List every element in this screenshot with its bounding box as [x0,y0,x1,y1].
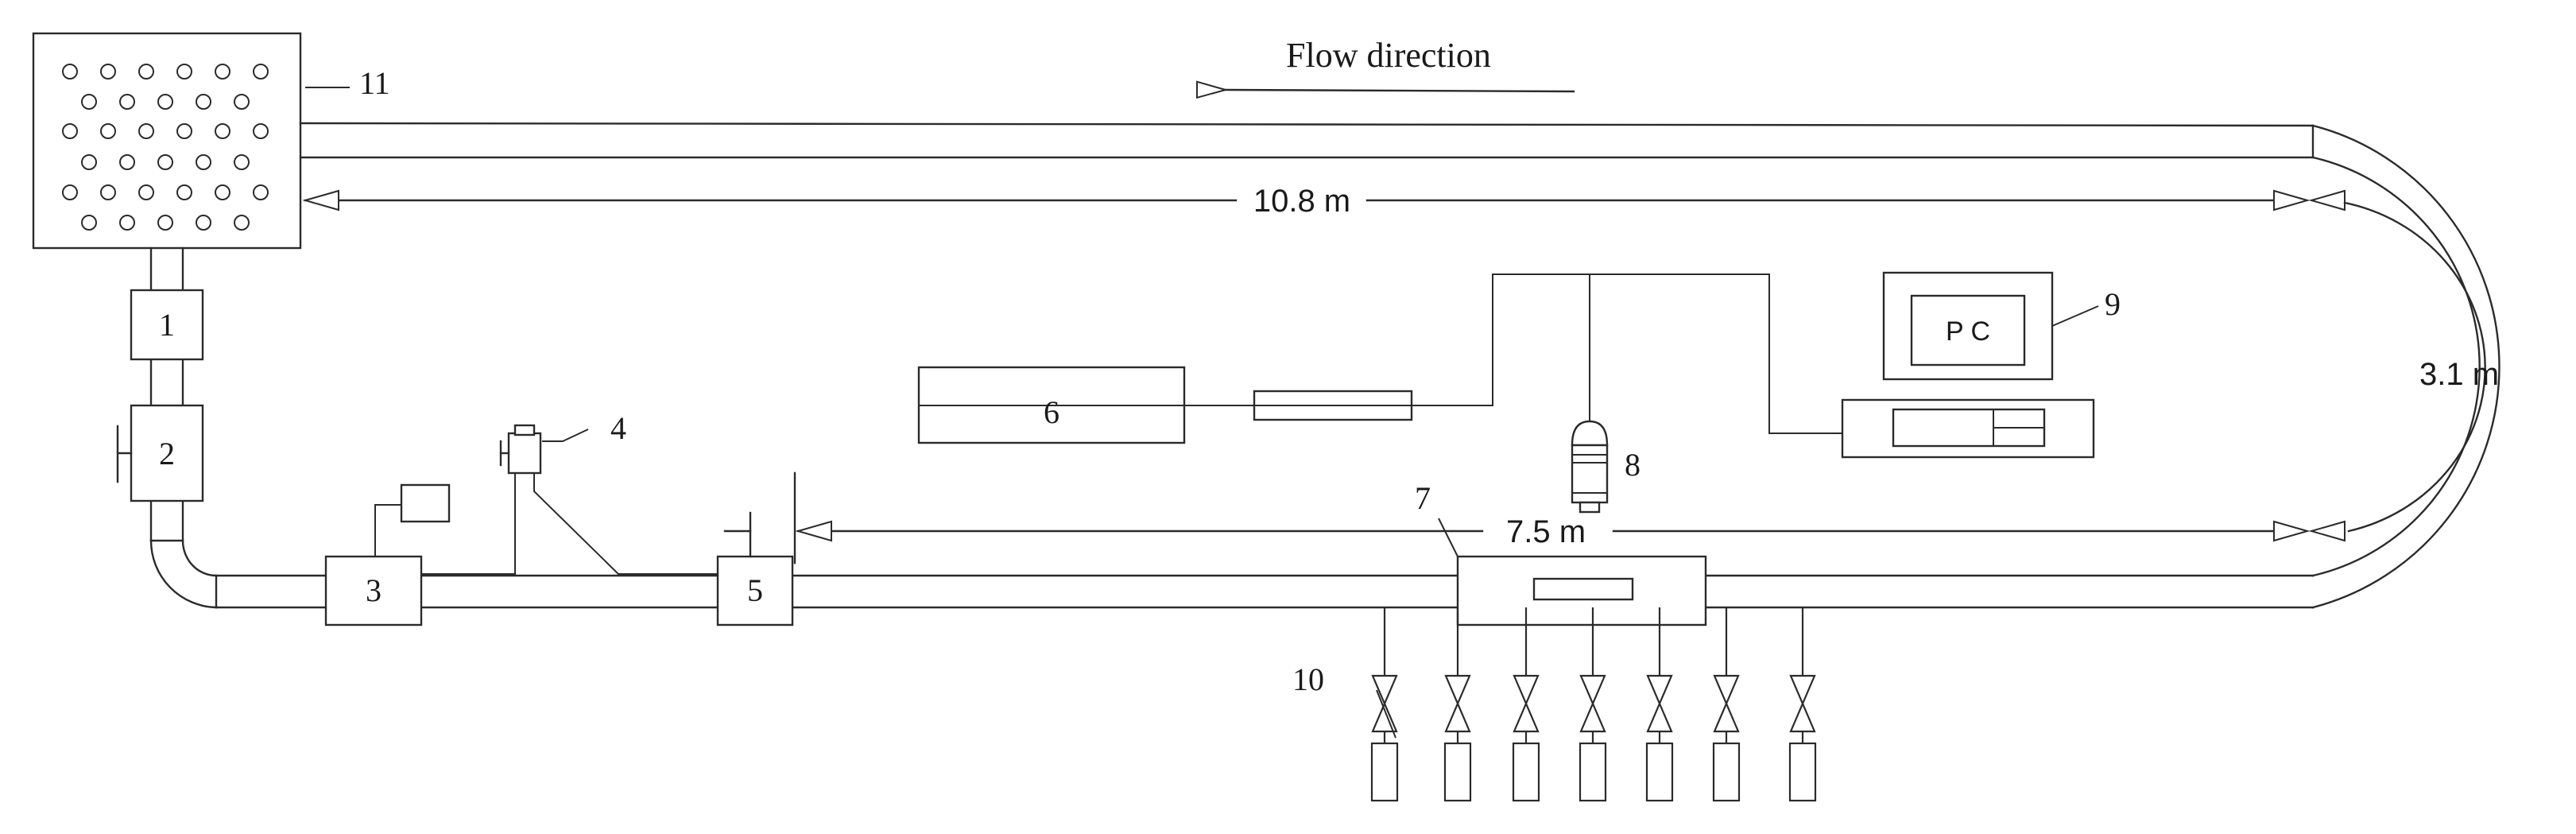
valve-symbol [1371,674,1398,733]
dimension-10-8-label: 10.8 m [1253,184,1350,219]
sampling-valve [1443,607,1472,802]
component-7: 7 [1415,480,1707,626]
tank-hole [215,184,230,200]
component-3: 3 [324,483,451,626]
pc-label: P C [1946,316,1990,347]
sample-bottle [1712,742,1741,802]
tank-hole [119,215,135,231]
dimension-7-5-label: 7.5 m [1506,514,1586,549]
sampling-valve [1512,607,1540,802]
tank-hole [81,215,97,231]
tank-hole [81,94,97,110]
tank-hole [176,64,192,80]
label-8: 8 [1625,447,1641,483]
tank-hole [157,154,173,170]
label-11: 11 [359,65,390,101]
tank-hole [215,64,230,80]
tank-hole [62,184,78,200]
label-7: 7 [1415,480,1431,516]
label-4: 4 [610,410,626,446]
tank-hole [253,64,269,80]
tank-hole [253,123,269,139]
component-9-pc: P C 9 [1841,271,2121,459]
tank-hole [196,215,211,231]
tank-hole [176,184,192,200]
flow-direction-label: Flow direction [1286,36,1491,75]
sample-bottle [1443,742,1472,802]
sampling-valve [1712,607,1741,802]
component-8-camera: 8 [1571,420,1641,514]
tank-hole [100,64,116,80]
tank-hole [100,123,116,139]
sample-bottle [1512,742,1540,802]
valve-symbol [1646,674,1673,733]
tank-holes [62,64,269,231]
component-6: 6 [917,273,1842,444]
dimension-3-1-label: 3.1 m [2419,357,2499,392]
valve-symbol [1444,674,1471,733]
tank-hole [196,94,211,110]
tank-hole [119,154,135,170]
sampling-valves [1370,607,1817,802]
component-2: 2 [116,404,204,502]
upper-pipe [299,122,2315,159]
dimension-10-8: 10.8 m [302,184,2346,219]
component-1: 1 [130,289,204,361]
tank-hole [176,123,192,139]
label-10: 10 [1292,661,1324,697]
tank-hole [138,123,154,139]
valve-symbol [1513,674,1540,733]
valve-symbol [1579,674,1606,733]
tank-hole [62,123,78,139]
sample-bottle [1788,742,1817,802]
tank-hole [234,154,250,170]
valve-symbol [1713,674,1740,733]
label-5: 5 [747,572,763,608]
dimension-3-1: 3.1 m [2343,201,2499,533]
label-1: 1 [159,307,175,343]
label-9: 9 [2105,286,2121,322]
tank-hole [215,123,230,139]
dimension-7-5: 7.5 m [793,471,2346,564]
riser-pipe [149,246,218,609]
label-3: 3 [366,572,382,608]
flow-direction: Flow direction [1226,36,1575,91]
tank-hole [138,64,154,80]
tank-hole [157,94,173,110]
label-2: 2 [159,436,175,471]
tank-hole [100,184,116,200]
tank-hole [234,215,250,231]
sample-bottle [1370,742,1399,802]
tank-hole [138,184,154,200]
tank-hole [62,64,78,80]
tank-hole [196,154,211,170]
sampling-valve [1788,607,1817,802]
sampling-valve [1370,607,1399,802]
sample-bottle [1579,742,1607,802]
lower-pipe [215,574,2315,609]
tank-hole [119,94,135,110]
label-6: 6 [1044,394,1059,430]
sample-bottle [1645,742,1674,802]
tank-hole [253,184,269,200]
valve-symbol [1789,674,1816,733]
component-4: 4 [421,410,718,575]
u-bend [2311,124,2500,609]
tank-11: 11 [32,32,390,250]
component-10: 10 [1292,661,1396,739]
sampling-valve [1645,607,1674,802]
tank-hole [234,94,250,110]
tank-hole [81,154,97,170]
tank-hole [157,215,173,231]
sampling-valve [1579,607,1607,802]
component-5: 5 [716,511,794,626]
